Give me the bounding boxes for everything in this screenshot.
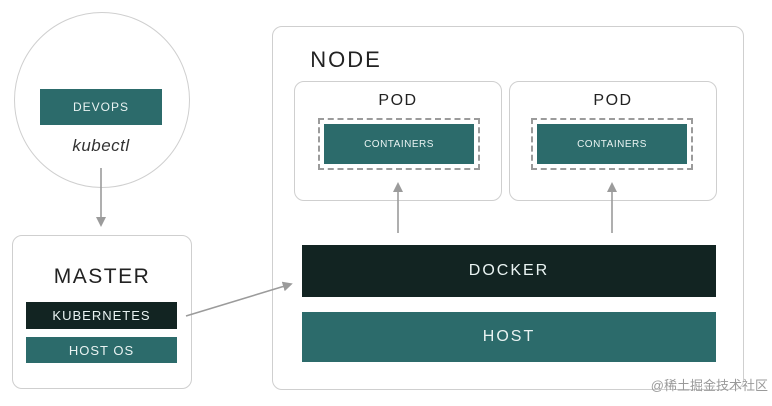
watermark-text: @稀土掘金技术社区 <box>650 377 768 393</box>
kubectl-label: kubectl <box>72 136 130 155</box>
docker-block: DOCKER <box>302 245 716 297</box>
container-dashed-frame <box>531 118 693 170</box>
host-block: HOST <box>302 312 716 362</box>
kubernetes-block: KUBERNETES <box>26 302 177 329</box>
host-os-block: HOST OS <box>26 337 177 363</box>
containers-block: CONTAINERS <box>537 124 687 164</box>
devops-block: DEVOPS <box>40 89 162 125</box>
node-title: NODE <box>310 47 382 72</box>
pod-title: POD <box>378 92 418 109</box>
pod-box <box>509 81 717 201</box>
container-dashed-frame <box>318 118 480 170</box>
master-box <box>12 235 192 389</box>
arrow-master-to-node <box>185 281 293 317</box>
pod-title: POD <box>593 92 633 109</box>
client-circle <box>14 12 190 188</box>
node-box <box>272 26 744 390</box>
master-title: MASTER <box>53 265 151 288</box>
containers-block: CONTAINERS <box>324 124 474 164</box>
